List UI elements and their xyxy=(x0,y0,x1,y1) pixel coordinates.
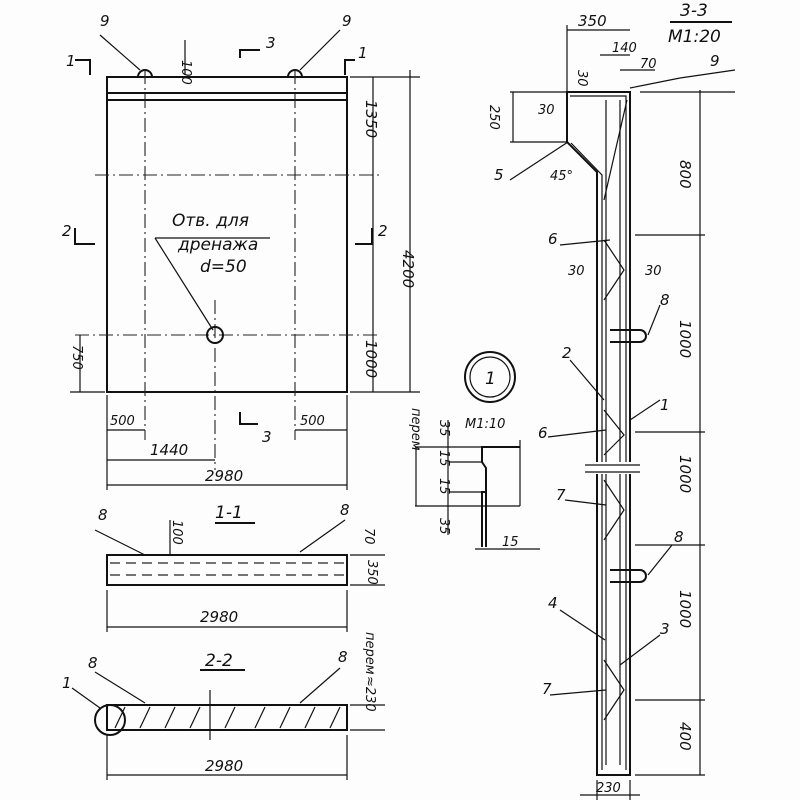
callout-9: 9 xyxy=(710,52,720,70)
callout-6-mid: 6 xyxy=(538,424,548,442)
callout-7-top: 7 xyxy=(556,486,566,504)
dim-1000-b: 1000 xyxy=(676,455,694,493)
section-1-1-title: 1-1 xyxy=(215,503,243,523)
detail-dim-15-b: 15 xyxy=(436,478,451,495)
hole-note-line3: d=50 xyxy=(200,257,247,277)
section-mark-2-right: 2 xyxy=(378,222,388,240)
dim-lug-offset: 100 xyxy=(178,60,193,85)
section-2-2-title: 2-2 xyxy=(205,651,233,671)
dim-140: 140 xyxy=(612,41,637,56)
section-3-3-scale: M1:20 xyxy=(668,27,721,47)
section-mark-2-left: 2 xyxy=(62,222,72,240)
dim-500-left: 500 xyxy=(110,414,135,429)
detail-dim-15-right: 15 xyxy=(502,535,519,550)
callout-9-left: 9 xyxy=(100,12,110,30)
callout-8-right: 8 xyxy=(338,648,348,666)
detail-1: 1 M1:10 перем 35 15 15 35 15 xyxy=(408,351,540,550)
dim-30-b: 30 xyxy=(645,264,662,279)
detail-scale: M1:10 xyxy=(465,417,505,432)
dim-30-top: 30 xyxy=(574,70,589,87)
section-1-1: 1-1 8 8 100 70 350 2980 xyxy=(94,501,385,632)
callout-6-top: 6 xyxy=(548,230,558,248)
dim-1000-c: 1000 xyxy=(676,590,694,628)
drainage-hole xyxy=(206,326,224,344)
dim-2980: 2980 xyxy=(205,757,243,775)
dim-250: 250 xyxy=(486,105,501,130)
dim-350: 350 xyxy=(578,12,607,30)
dim-750: 750 xyxy=(69,345,84,370)
dim-1440: 1440 xyxy=(150,441,188,459)
dim-400: 400 xyxy=(676,722,694,751)
dim-800: 800 xyxy=(676,160,694,189)
detail-dim-15-a: 15 xyxy=(436,450,451,467)
dim-350: 350 xyxy=(364,560,379,585)
callout-7-bottom: 7 xyxy=(542,680,552,698)
dim-70: 70 xyxy=(640,57,657,72)
callout-8-top: 8 xyxy=(660,291,670,309)
dim-30-a: 30 xyxy=(568,264,585,279)
node-1-marker xyxy=(94,704,126,736)
callout-4: 4 xyxy=(548,594,558,612)
dim-1000: 1000 xyxy=(362,340,380,378)
dim-230: ≈230 xyxy=(362,676,377,712)
panel-outline xyxy=(106,76,348,393)
detail-node-label: 1 xyxy=(485,369,496,389)
detail-dim-35-top: 35 xyxy=(436,420,451,437)
callout-9-right: 9 xyxy=(342,12,352,30)
callout-2: 2 xyxy=(562,344,572,362)
dim-70: 70 xyxy=(361,528,376,545)
section-3-3-title: 3-3 xyxy=(680,1,708,21)
dim-230: 230 xyxy=(596,781,621,796)
dim-1350: 1350 xyxy=(362,100,380,138)
section-mark-3-bottom: 3 xyxy=(262,428,272,446)
section-mark-1-left: 1 xyxy=(66,52,76,70)
hole-note-line1: Отв. для xyxy=(172,211,249,231)
dim-2980: 2980 xyxy=(200,608,238,626)
angle-45: 45° xyxy=(550,169,573,184)
detail-dim-variable: перем xyxy=(408,408,423,451)
callout-node-1: 1 xyxy=(62,674,72,692)
callout-5: 5 xyxy=(494,166,504,184)
callout-8-right: 8 xyxy=(340,501,350,519)
section-mark-1-right: 1 xyxy=(358,44,368,62)
hole-note-line2: дренажа xyxy=(177,235,258,255)
callout-1: 1 xyxy=(660,396,670,414)
callout-8-left: 8 xyxy=(98,506,108,524)
section-mark-3-top: 3 xyxy=(266,34,276,52)
dim-500-right: 500 xyxy=(300,414,325,429)
dim-4200: 4200 xyxy=(399,250,417,288)
section-3-3: 3-3 M1:20 350 140 70 9 250 30 30 5 45° 6… xyxy=(486,1,736,800)
dim-variable: перем xyxy=(362,632,377,675)
front-view: 9 9 100 1 1 3 3 2 2 Отв. для дренажа d=5… xyxy=(62,12,420,490)
dim-30-left: 30 xyxy=(538,103,555,118)
dim-2980: 2980 xyxy=(205,467,243,485)
callout-8-mid: 8 xyxy=(674,528,684,546)
dim-100: 100 xyxy=(169,520,184,545)
section-2-2: 2-2 8 8 1 перем ≈230 2980 xyxy=(62,632,385,780)
dim-1000-a: 1000 xyxy=(676,320,694,358)
callout-3: 3 xyxy=(660,620,670,638)
detail-dim-35-bottom: 35 xyxy=(436,518,451,535)
callout-8-left: 8 xyxy=(88,654,98,672)
